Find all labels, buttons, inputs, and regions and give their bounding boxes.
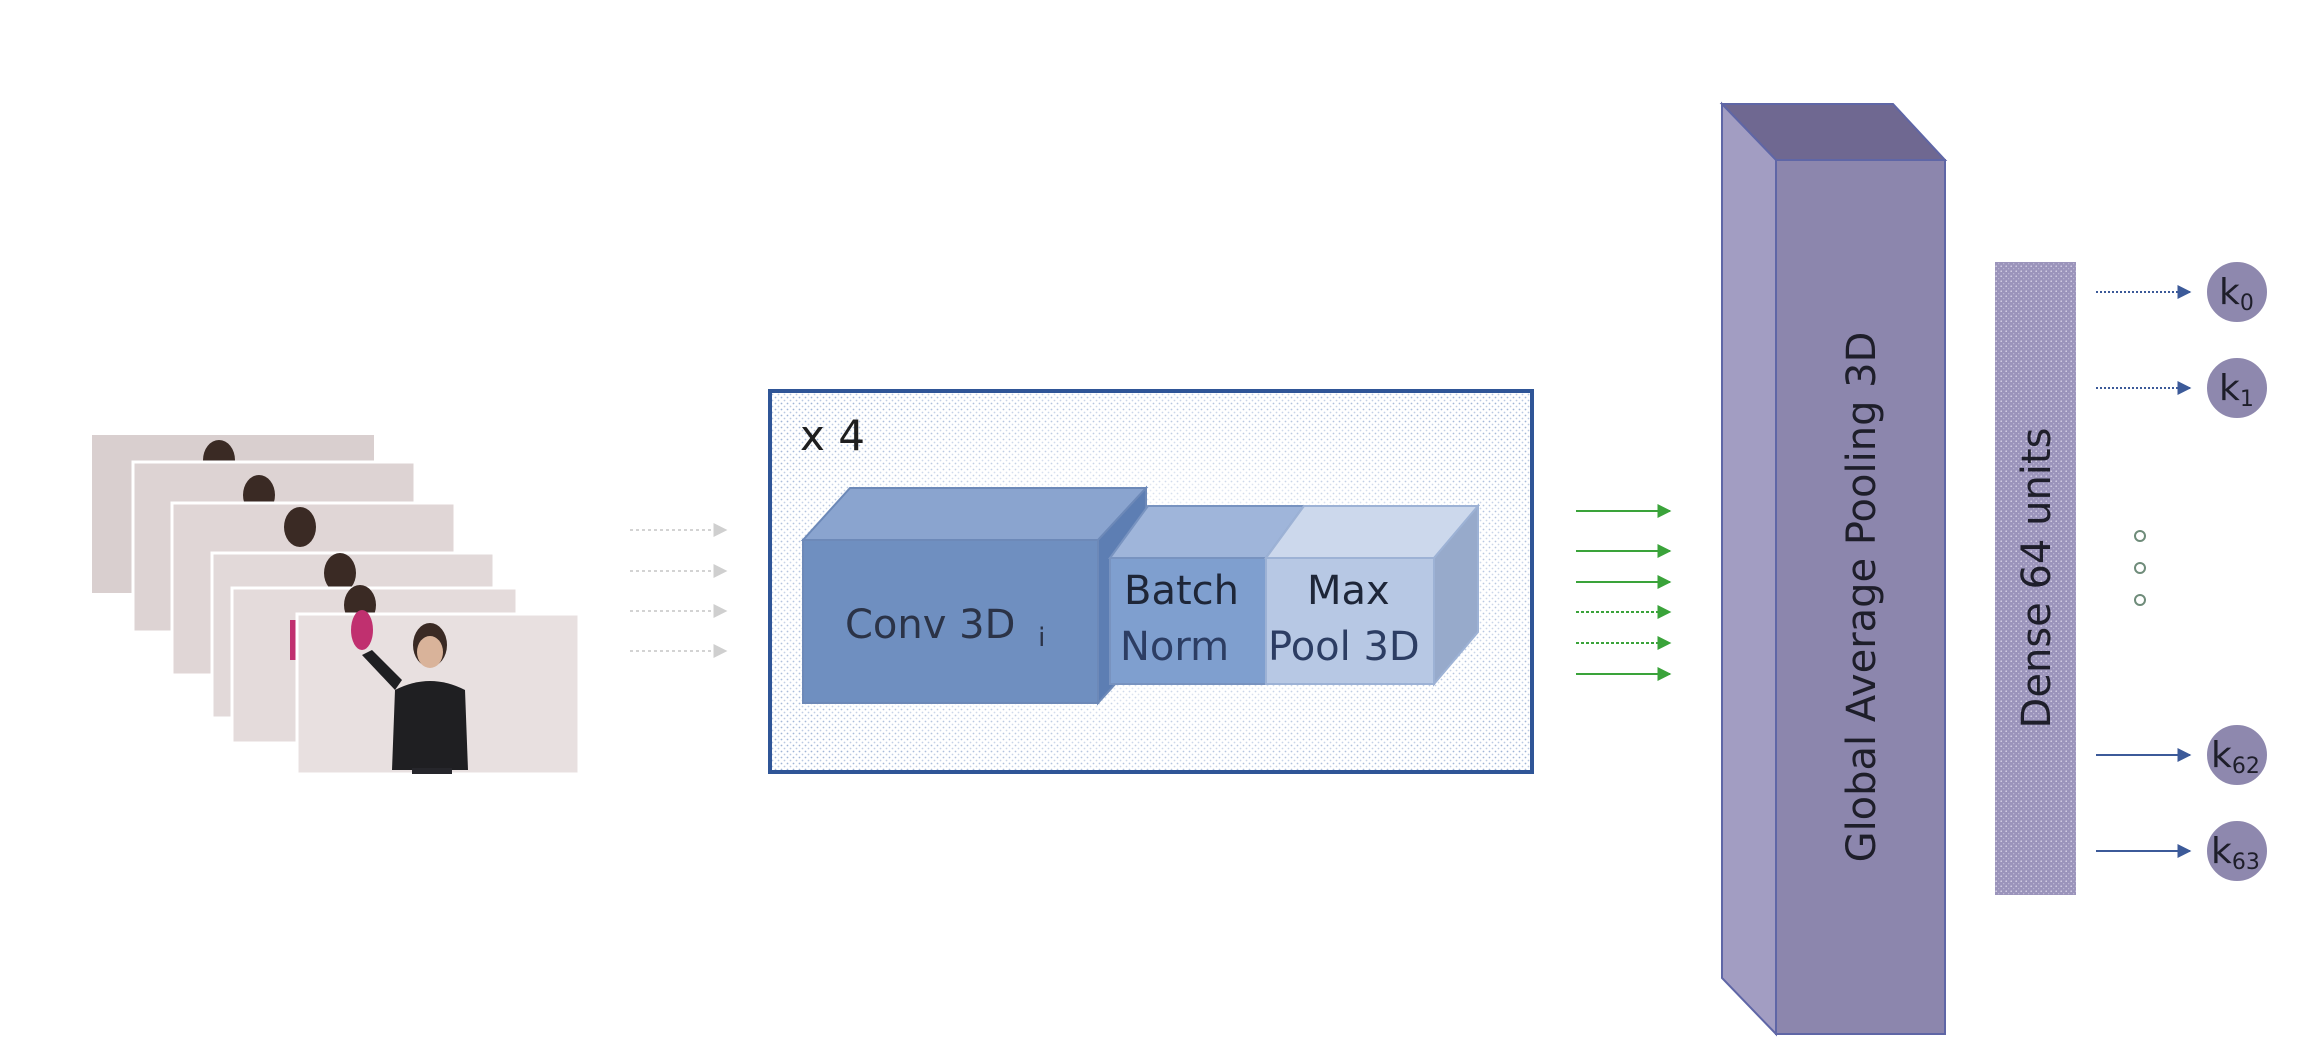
dense-layer: Dense 64 units bbox=[1995, 262, 2076, 895]
output-node-k62: k62 bbox=[2205, 723, 2269, 787]
conv3d-layer: Conv 3D i bbox=[800, 485, 1149, 706]
svg-text:k63: k63 bbox=[2211, 831, 2260, 875]
global-average-pooling-layer: Global Average Pooling 3D bbox=[1719, 101, 1948, 1037]
feature-arrows bbox=[1576, 504, 1672, 681]
output-node-base: k bbox=[2219, 272, 2240, 313]
conv-block-repeat: x 4 Conv 3D i Batch Norm Max Pool 3D bbox=[768, 389, 1534, 774]
output-node-sub: 62 bbox=[2232, 754, 2260, 779]
svg-text:k1: k1 bbox=[2219, 368, 2254, 412]
maxpool-layer: Max Pool 3D bbox=[1264, 503, 1481, 687]
output-node-base: k bbox=[2219, 368, 2240, 409]
conv-subscript: i bbox=[1038, 623, 1045, 653]
maxpool-label-line1: Max bbox=[1307, 568, 1390, 614]
batchnorm-label-line2: Norm bbox=[1120, 624, 1229, 670]
batchnorm-layer: Batch Norm bbox=[1108, 505, 1306, 685]
output-node-k0: k0 bbox=[2205, 260, 2269, 324]
output-node-k63: k63 bbox=[2205, 819, 2269, 883]
svg-text:Conv 3D i: Conv 3D i bbox=[845, 602, 1045, 653]
output-node-sub: 1 bbox=[2240, 387, 2254, 412]
output-node-base: k bbox=[2211, 831, 2232, 872]
output-node-sub: 63 bbox=[2232, 850, 2260, 875]
video-frame-front bbox=[295, 610, 581, 776]
svg-text:k62: k62 bbox=[2211, 735, 2260, 779]
output-node-sub: 0 bbox=[2240, 291, 2254, 316]
svg-text:k0: k0 bbox=[2219, 272, 2254, 316]
dense-label: Dense 64 units bbox=[2014, 428, 2060, 729]
ellipsis-dots-icon bbox=[2134, 530, 2146, 606]
conv-label: Conv 3D bbox=[845, 602, 1015, 648]
batchnorm-label-line1: Batch bbox=[1124, 568, 1239, 614]
output-arrows bbox=[2096, 285, 2192, 858]
input-arrows bbox=[630, 523, 728, 658]
repeat-label: x 4 bbox=[800, 411, 865, 460]
output-node-k1: k1 bbox=[2205, 356, 2269, 420]
gap-label: Global Average Pooling 3D bbox=[1839, 332, 1885, 863]
output-node-base: k bbox=[2211, 735, 2232, 776]
video-frames-stack bbox=[92, 435, 581, 776]
maxpool-label-line2: Pool 3D bbox=[1268, 624, 1420, 670]
